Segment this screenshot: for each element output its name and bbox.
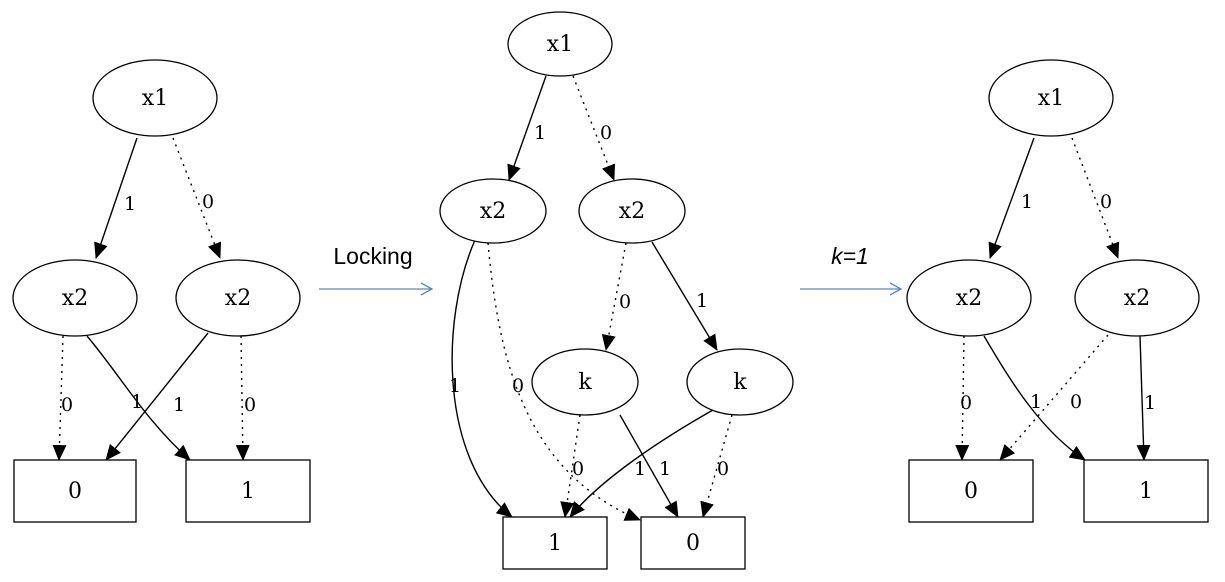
locked-bdd-edge-kb-t1 xyxy=(569,409,714,518)
unlocked-bdd-edge-x1-x2a xyxy=(988,137,1035,259)
unlocked-bdd-decision-ellipse-x1 xyxy=(988,59,1114,137)
locked-bdd-edge-ka-t1 xyxy=(560,414,581,518)
locked-bdd-decision-ellipse-x1 xyxy=(507,11,613,77)
unlocked-bdd-node-x2a: x2 xyxy=(906,259,1032,337)
locked-bdd-node-t1: 1 xyxy=(502,516,608,570)
locked-bdd-node-x1: x1 xyxy=(507,11,613,77)
unlocked-bdd-decision-ellipse-x2b xyxy=(1074,259,1200,337)
locked-bdd-edge-label-x2a-t1: 1 xyxy=(449,375,461,397)
locked-bdd-node-x2a: x2 xyxy=(439,178,547,244)
locked-bdd-node-t0: 0 xyxy=(640,516,746,570)
locked-bdd-decision-ellipse-ka xyxy=(531,348,639,416)
locked-bdd-node-label-t0: 0 xyxy=(686,531,700,556)
locked-bdd-node-label-x2b: x2 xyxy=(619,199,645,224)
locked-bdd-node-label-x2a: x2 xyxy=(480,199,506,224)
original-bdd-edge-label-x2b-t1: 0 xyxy=(244,394,256,416)
transitions-layer: Locking k=1 xyxy=(319,243,903,296)
unlocked-bdd-decision-ellipse-x2a xyxy=(906,259,1032,337)
original-bdd-edge-x2b-t0 xyxy=(105,332,209,461)
original-bdd-node-x2a: x2 xyxy=(12,259,138,337)
locked-bdd-edge-x2a-t1 xyxy=(451,239,513,518)
locked-bdd-edge-ka-t0 xyxy=(619,414,679,518)
locked-bdd-edge-label-kb-t1: 1 xyxy=(634,458,646,480)
original-bdd-node-label-x1: x1 xyxy=(142,86,168,111)
transition-label-locking: Locking xyxy=(333,243,412,269)
locked-bdd-node-label-x1: x1 xyxy=(547,32,573,57)
original-bdd-terminal-box-t0 xyxy=(13,459,137,523)
original-bdd-decision-ellipse-x2b xyxy=(175,259,301,337)
unlocked-bdd-edge-label-x2a-t0: 0 xyxy=(960,392,972,414)
original-bdd-edge-label-x2a-t1: 1 xyxy=(131,391,143,413)
locked-bdd-decision-ellipse-kb xyxy=(686,348,794,416)
locked-bdd-decision-ellipse-x2a xyxy=(439,178,547,244)
locked-bdd-edge-label-x1-x2a: 1 xyxy=(534,122,546,144)
unlocked-bdd-node-label-x2a: x2 xyxy=(956,286,982,311)
unlocked-bdd-edge-label-x1-x2a: 1 xyxy=(1021,191,1033,213)
locked-bdd-edge-x2b-kb xyxy=(651,241,718,351)
unlocked-bdd-node-label-t0: 0 xyxy=(964,479,978,504)
locked-bdd-edge-label-ka-t1: 0 xyxy=(572,458,584,480)
unlocked-bdd-node-t0: 0 xyxy=(908,459,1034,523)
original-bdd-edge-x1-x2b xyxy=(172,137,222,259)
unlocked-bdd-edge-x1-x2b xyxy=(1071,137,1120,259)
unlocked-bdd-node-label-t1: 1 xyxy=(1139,479,1153,504)
original-bdd-node-x1: x1 xyxy=(92,59,218,137)
unlocked-bdd-edge-label-x2a-t1: 1 xyxy=(1030,391,1042,413)
locked-bdd-terminal-box-t0 xyxy=(640,516,746,570)
original-bdd-decision-ellipse-x1 xyxy=(92,59,218,137)
nodes-layer: x1 x2 x2 0 1 x1 x2 x2 k k 1 0 x1 x2 x2 0 1 xyxy=(12,11,1209,570)
original-bdd-node-label-x2b: x2 xyxy=(225,286,251,311)
original-bdd-edge-x2b-t1 xyxy=(235,335,250,461)
unlocked-bdd-edge-x2a-t1 xyxy=(983,335,1086,461)
original-bdd-terminal-box-t1 xyxy=(185,459,311,523)
locked-bdd-node-ka: k xyxy=(531,348,639,416)
original-bdd-decision-ellipse-x2a xyxy=(12,259,138,337)
unlocked-bdd-node-t1: 1 xyxy=(1083,459,1209,523)
locked-bdd-node-kb: k xyxy=(686,348,794,416)
original-bdd-edge-x2a-t1 xyxy=(86,335,191,461)
locked-bdd-node-label-kb: k xyxy=(733,370,747,395)
original-bdd-node-label-t0: 0 xyxy=(68,479,82,504)
locked-bdd-node-label-t1: 1 xyxy=(548,531,562,556)
transition-label-key-assignment: k=1 xyxy=(831,243,869,269)
unlocked-bdd-node-label-x2b: x2 xyxy=(1124,286,1150,311)
locked-bdd-edge-label-x2a-t0: 0 xyxy=(512,375,524,397)
original-bdd-edge-label-x2b-t0: 1 xyxy=(173,394,185,416)
original-bdd-node-t1: 1 xyxy=(185,459,311,523)
unlocked-bdd-edge-x2b-t0 xyxy=(999,334,1109,461)
original-bdd-node-label-t1: 1 xyxy=(241,479,255,504)
unlocked-bdd-terminal-box-t1 xyxy=(1083,459,1209,523)
locked-bdd-edge-label-ka-t0: 1 xyxy=(659,458,671,480)
locked-bdd-edge-label-kb-t0: 0 xyxy=(717,458,729,480)
locked-bdd-node-x2b: x2 xyxy=(578,178,686,244)
unlocked-bdd-edge-label-x1-x2b: 0 xyxy=(1100,191,1112,213)
locked-bdd-node-label-ka: k xyxy=(578,370,592,395)
locked-bdd-edge-label-x1-x2b: 0 xyxy=(600,122,612,144)
unlocked-bdd-node-x1: x1 xyxy=(988,59,1114,137)
original-bdd-edge-x1-x2a xyxy=(94,137,138,259)
original-bdd-node-label-x2a: x2 xyxy=(62,286,88,311)
locked-bdd-decision-ellipse-x2b xyxy=(578,178,686,244)
original-bdd-node-t0: 0 xyxy=(13,459,137,523)
unlocked-bdd-node-label-x1: x1 xyxy=(1038,86,1064,111)
original-bdd-edge-label-x2a-t0: 0 xyxy=(61,394,73,416)
locked-bdd-edge-x2a-t0 xyxy=(487,242,641,521)
unlocked-bdd-node-x2b: x2 xyxy=(1074,259,1200,337)
unlocked-bdd-edge-label-x2b-t0: 0 xyxy=(1070,391,1082,413)
locked-bdd-edge-label-x2b-ka: 0 xyxy=(619,291,631,313)
locked-bdd-terminal-box-t1 xyxy=(502,516,608,570)
original-bdd-edge-label-x1-x2a: 1 xyxy=(124,193,136,215)
unlocked-bdd-edge-x2b-t1 xyxy=(1136,335,1151,461)
locked-bdd-edge-x1-x2a xyxy=(507,75,547,181)
unlocked-bdd-terminal-box-t0 xyxy=(908,459,1034,523)
original-bdd-edge-label-x1-x2b: 0 xyxy=(202,191,214,213)
locked-bdd-edge-label-x2b-kb: 1 xyxy=(696,290,708,312)
unlocked-bdd-edge-label-x2b-t1: 1 xyxy=(1144,392,1156,414)
original-bdd-node-x2b: x2 xyxy=(175,259,301,337)
